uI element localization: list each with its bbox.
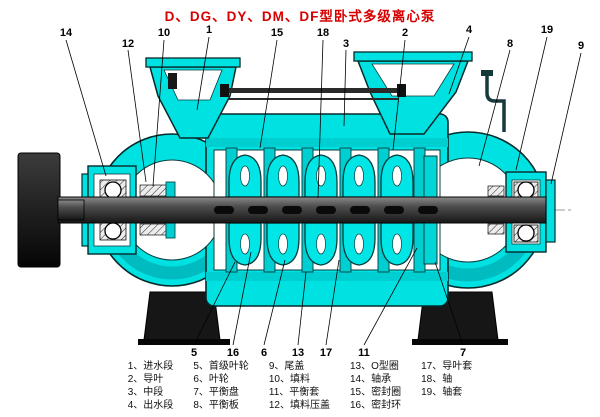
bearing-ball [517, 224, 535, 242]
coupling-block [17, 152, 61, 268]
bearing-ball [517, 181, 535, 199]
legend-item: 9、尾盖 [268, 361, 305, 372]
legend-item: 16、密封环 [350, 400, 402, 411]
legend-item: 2、导叶 [127, 374, 164, 385]
legend-item: 7、平衡盘 [193, 387, 239, 398]
inlet-plug [168, 73, 177, 89]
legend-column-2: 5、首级叶轮 6、叶轮 7、平衡盘 8、平衡板 [193, 360, 249, 412]
callout-2: 2 [402, 27, 408, 39]
impeller [380, 154, 414, 266]
legend-item: 1、进水段 [127, 361, 174, 372]
legend-item: 5、首级叶轮 [193, 361, 249, 372]
legend-column-3: 9、尾盖 10、填料 11、平衡套 12、填料压盖 [269, 360, 330, 412]
impellers [228, 154, 414, 266]
legend-item: 15、密封圈 [350, 387, 402, 398]
legend-item: 18、轴 [421, 374, 453, 385]
legend-column-5: 17、导叶套 18、轴 19、轴套 [421, 360, 472, 412]
callout-19: 19 [541, 24, 553, 36]
legend-column-4: 13、O型圈 14、轴承 15、密封圈 16、密封环 [350, 360, 401, 412]
callout-15: 15 [271, 27, 283, 39]
callout-11: 11 [358, 347, 370, 359]
legend-item: 14、轴承 [350, 374, 392, 385]
callout-7: 7 [460, 347, 466, 359]
bearing-ball [104, 181, 122, 199]
callout-4: 4 [466, 24, 473, 36]
tie-bolt [220, 84, 406, 100]
legend-item: 13、O型圈 [350, 361, 399, 372]
impeller [266, 154, 300, 266]
legend-item: 12、填料压盖 [268, 400, 330, 411]
callout-17: 17 [320, 347, 332, 359]
callout-8: 8 [507, 38, 513, 50]
legend-column-1: 1、进水段 2、导叶 3、中段 4、出水段 [128, 360, 174, 412]
callout-14: 14 [60, 27, 73, 39]
seal-water-pipe [481, 70, 506, 132]
impeller [228, 154, 262, 266]
callout-13: 13 [292, 347, 304, 359]
legend-item: 19、轴套 [421, 387, 463, 398]
leader-lines [65, 36, 582, 346]
callout-9: 9 [578, 40, 584, 52]
callout-18: 18 [317, 27, 329, 39]
legend-item: 17、导叶套 [421, 361, 473, 372]
callout-numbers: 14 12 10 1 15 18 3 2 4 8 19 9 5 16 6 13 … [60, 24, 584, 359]
callout-6: 6 [261, 347, 267, 359]
legend-item: 11、平衡套 [268, 387, 320, 398]
left-packing-gland [139, 181, 176, 239]
legend-item: 10、填料 [268, 374, 310, 385]
impeller [342, 154, 376, 266]
suction-inlet [145, 57, 241, 139]
pump-shaft [57, 196, 547, 224]
legend-item: 3、中段 [127, 387, 164, 398]
callout-1: 1 [206, 24, 212, 36]
callout-3: 3 [343, 38, 349, 50]
bearing-ball [104, 222, 122, 240]
legend-item: 4、出水段 [127, 400, 174, 411]
parts-legend: 1、进水段 2、导叶 3、中段 4、出水段 5、首级叶轮 6、叶轮 7、平衡盘 … [0, 360, 600, 412]
callout-16: 16 [227, 347, 239, 359]
callout-10: 10 [158, 27, 170, 39]
legend-item: 8、平衡板 [193, 400, 239, 411]
callout-12: 12 [122, 38, 134, 50]
diagram-title: D、DG、DY、DM、DF型卧式多级离心泵 [164, 9, 436, 24]
callout-5: 5 [191, 347, 197, 359]
legend-item: 6、叶轮 [193, 374, 229, 385]
impeller [304, 154, 338, 266]
